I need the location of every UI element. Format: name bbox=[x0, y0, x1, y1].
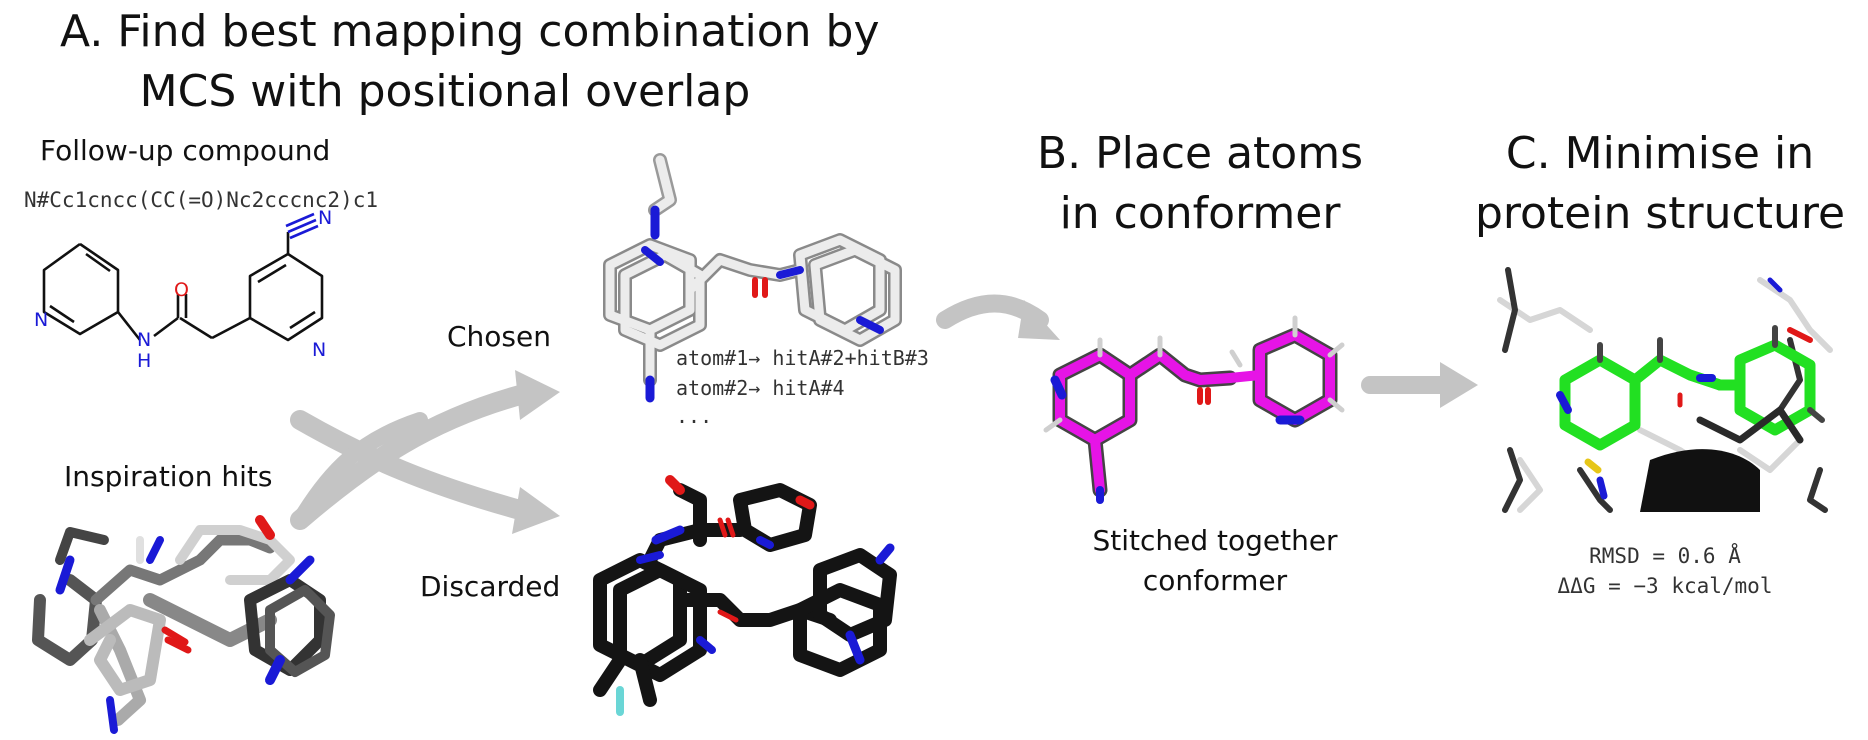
title-a-line1: A. Find best mapping combination by bbox=[60, 6, 880, 57]
arrowhead-conformer bbox=[1018, 300, 1060, 340]
smiles-string: N#Cc1cncc(CC(=O)Nc2cccnc2)c1 bbox=[24, 188, 379, 212]
stitched-caption-line1: Stitched together bbox=[1092, 524, 1338, 557]
atom-nh-n: N bbox=[137, 329, 151, 351]
atom-nh-h: H bbox=[137, 350, 151, 372]
arrow-to-discarded bbox=[290, 410, 530, 520]
chosen-label: Chosen bbox=[447, 320, 551, 353]
atom-n-left: N bbox=[34, 309, 48, 331]
stitched-caption-line2: conformer bbox=[1142, 564, 1288, 597]
arrow-to-chosen bbox=[290, 385, 530, 530]
ddg-value: ΔΔG = −3 kcal/mol bbox=[1557, 574, 1773, 598]
rmsd-value: RMSD = 0.6 Å bbox=[1589, 544, 1741, 568]
discarded-label: Discarded bbox=[420, 570, 561, 603]
title-b-line2: in conformer bbox=[1059, 188, 1341, 239]
atom-n-right: N bbox=[312, 339, 326, 361]
title-a-line2: MCS with positional overlap bbox=[139, 66, 751, 117]
mapping-line-2: atom#2→ hitA#4 bbox=[676, 376, 845, 400]
mapping-line-1: atom#1→ hitA#2+hitB#3 bbox=[676, 346, 929, 370]
followup-compound-label: Follow-up compound bbox=[40, 134, 331, 167]
mapping-line-3: ... bbox=[676, 404, 713, 428]
atom-n-nitrile: N bbox=[318, 207, 332, 229]
arrowhead-discarded bbox=[512, 487, 560, 534]
title-b-line1: B. Place atoms bbox=[1036, 128, 1364, 179]
atom-o: O bbox=[174, 279, 189, 301]
arrowhead-protein bbox=[1440, 362, 1478, 408]
arrowhead-chosen bbox=[515, 370, 560, 420]
title-c-line1: C. Minimise in bbox=[1505, 128, 1815, 179]
title-c-line2: protein structure bbox=[1474, 188, 1846, 239]
inspiration-hits-label: Inspiration hits bbox=[64, 460, 273, 493]
